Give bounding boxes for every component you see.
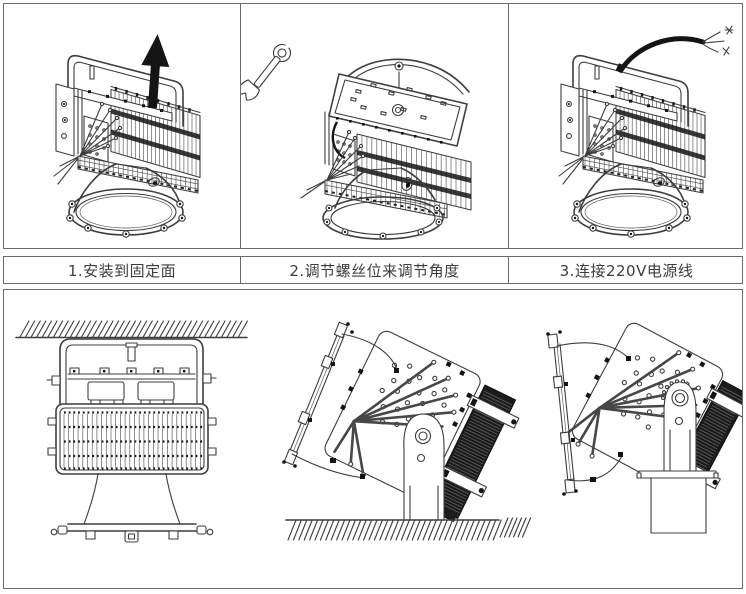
ceiling-hatch: [15, 320, 248, 339]
finned-body: [47, 403, 217, 475]
pedestal-base: [636, 470, 719, 534]
open-frame-rails: [546, 330, 631, 496]
front-ring: [322, 196, 444, 240]
adjustment-rods: [567, 350, 702, 459]
angle-adjust-holes: [660, 379, 686, 401]
step1-illustration: [53, 34, 201, 238]
up-arrow-icon: [141, 34, 170, 109]
heatsink-fins: [356, 133, 472, 211]
ring-clips: [323, 204, 443, 240]
pivot-arm: [660, 379, 697, 472]
mounting-orientations-panel: [3, 289, 743, 589]
floodlight-iso-drawing: [53, 54, 201, 238]
ring-clips: [66, 200, 186, 238]
reflector-bell: [334, 167, 436, 209]
reflector-bell: [578, 163, 686, 213]
open-frame-rails: [282, 321, 399, 479]
ring-clips: [571, 200, 691, 238]
step2-caption: 2.调节螺丝位来调节角度: [289, 261, 460, 280]
ground-hatch: [499, 517, 532, 538]
wire-tip-sparks: [722, 25, 734, 56]
adjustment-rods: [53, 101, 123, 185]
mounting-bracket: [572, 54, 689, 127]
reflector-profile: [50, 473, 214, 543]
floodlight-iso-drawing: [558, 54, 706, 238]
step1-caption: 1.安装到固定面: [67, 261, 177, 280]
step3-caption: 3.连接220V电源线: [559, 261, 694, 280]
adjustment-rods: [558, 101, 628, 185]
column-divider: [508, 257, 509, 283]
front-ring: [66, 188, 186, 238]
tilted-mount-illustration: [282, 321, 520, 541]
caption-row: 1.安装到固定面 2.调节螺丝位来调节角度 3.连接220V电源线: [3, 256, 743, 284]
column-divider: [240, 257, 241, 283]
mounting-orientations-drawing: [15, 320, 742, 543]
column-divider: [508, 4, 509, 248]
heatsink-block: [426, 384, 520, 523]
step3-illustration: [558, 25, 734, 238]
column-divider: [240, 4, 241, 248]
mounting-bracket: [67, 54, 184, 127]
ground-hatch: [285, 519, 502, 541]
top-gear: [67, 342, 196, 405]
adjustment-rods: [300, 129, 366, 199]
top-plate: [328, 73, 468, 147]
front-ring: [571, 188, 691, 238]
wrench-icon: [241, 41, 292, 101]
pivot-arm: [403, 413, 445, 521]
top-illustration-row: [3, 3, 743, 249]
power-cable-icon: [615, 25, 734, 74]
step2-illustration: [241, 41, 472, 240]
ceiling-mount-illustration: [15, 320, 248, 543]
pedestal-mount-illustration: [499, 322, 742, 538]
